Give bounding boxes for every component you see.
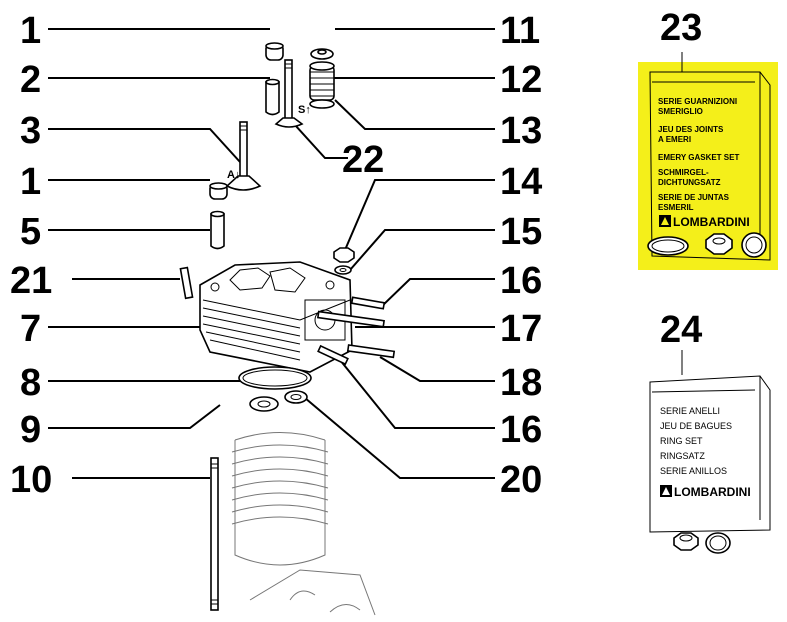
spring-washer-13 [309, 99, 335, 109]
valve-guide-2 [265, 78, 280, 116]
kit-23-line-5: SCHMIRGEL- [658, 168, 709, 177]
kit-24-ring-set: SERIE ANELLI JEU DE BAGUES RING SET RING… [649, 350, 771, 554]
head-gasket-8 [238, 366, 312, 390]
nut-14 [333, 247, 355, 263]
callout-23: 23 [660, 7, 702, 49]
callout-17: 17 [500, 308, 542, 350]
kit-23-line-7: SERIE DE JUNTAS [658, 193, 730, 202]
callout-9: 9 [20, 409, 41, 451]
callout-22: 22 [342, 139, 384, 181]
stud-17 [316, 310, 385, 328]
callout-5: 5 [20, 211, 41, 253]
valve-seal-1-top [265, 42, 284, 61]
kit-23-line-4: EMERY GASKET SET [658, 153, 739, 162]
valve-guide-5 [210, 210, 225, 250]
callout-20: 20 [500, 459, 542, 501]
callout-21: 21 [10, 260, 52, 302]
kit-24-line-4: SERIE ANILLOS [660, 466, 727, 476]
cylinder-head-7 [199, 261, 353, 373]
callout-2: 2 [20, 59, 41, 101]
kit-24-line-3: RINGSATZ [660, 451, 705, 461]
callout-numbers: 1 2 3 1 5 21 7 8 9 10 11 12 13 22 14 15 … [10, 7, 702, 501]
callout-7: 7 [20, 308, 41, 350]
mark-a: A↓ [227, 169, 240, 181]
kit-23-line-8: ESMERIL [658, 203, 694, 212]
stud-16-bottom [317, 344, 349, 366]
washer-15 [334, 265, 352, 275]
cylinder-outline [231, 432, 376, 616]
callout-10: 10 [10, 459, 52, 501]
kit-23-line-6: DICHTUNGSATZ [658, 178, 721, 187]
kit-24-text-block: SERIE ANELLI JEU DE BAGUES RING SET RING… [660, 406, 732, 476]
kit-23-line-1: SMERIGLIO [658, 107, 703, 116]
callout-11: 11 [500, 10, 540, 52]
kit-24-line-2: RING SET [660, 436, 703, 446]
callout-1b: 1 [20, 161, 41, 203]
callout-8: 8 [20, 362, 41, 404]
callout-15: 15 [500, 211, 542, 253]
pin-21 [179, 266, 194, 300]
callout-18: 18 [500, 362, 542, 404]
kit-24-line-0: SERIE ANELLI [660, 406, 720, 416]
callout-16b: 16 [500, 409, 542, 451]
callout-3: 3 [20, 110, 41, 152]
stud-18 [346, 344, 396, 359]
stud-16-top [350, 296, 386, 310]
kit-23-line-3: A EMERI [658, 135, 691, 144]
callout-13: 13 [500, 110, 542, 152]
callout-1a: 1 [20, 10, 41, 52]
push-rod-10 [210, 457, 219, 611]
kit-23-line-0: SERIE GUARNIZIONI [658, 97, 737, 106]
kit-24-line-1: JEU DE BAGUES [660, 421, 732, 431]
seal-ring-20 [284, 390, 308, 404]
callout-16a: 16 [500, 260, 542, 302]
kit-24-brand: LOMBARDINI [674, 485, 751, 499]
kit-23-text-block: SERIE GUARNIZIONI SMERIGLIO JEU DES JOIN… [658, 97, 739, 212]
valve-seal-1-lower [209, 182, 228, 200]
leader-lines [48, 28, 495, 479]
mark-s: S↑ [298, 104, 311, 116]
callout-14: 14 [500, 161, 542, 203]
valve-spring-12 [309, 61, 335, 101]
kit-23-brand: LOMBARDINI [673, 215, 750, 229]
callout-12: 12 [500, 59, 542, 101]
kit-23-emery-gasket-set: SERIE GUARNIZIONI SMERIGLIO JEU DES JOIN… [638, 52, 778, 270]
callout-24: 24 [660, 309, 702, 351]
exhaust-valve-22 [274, 59, 304, 128]
valve-cap-11 [310, 48, 334, 60]
seal-ring-9 [249, 396, 279, 412]
kit-23-line-2: JEU DES JOINTS [658, 125, 724, 134]
